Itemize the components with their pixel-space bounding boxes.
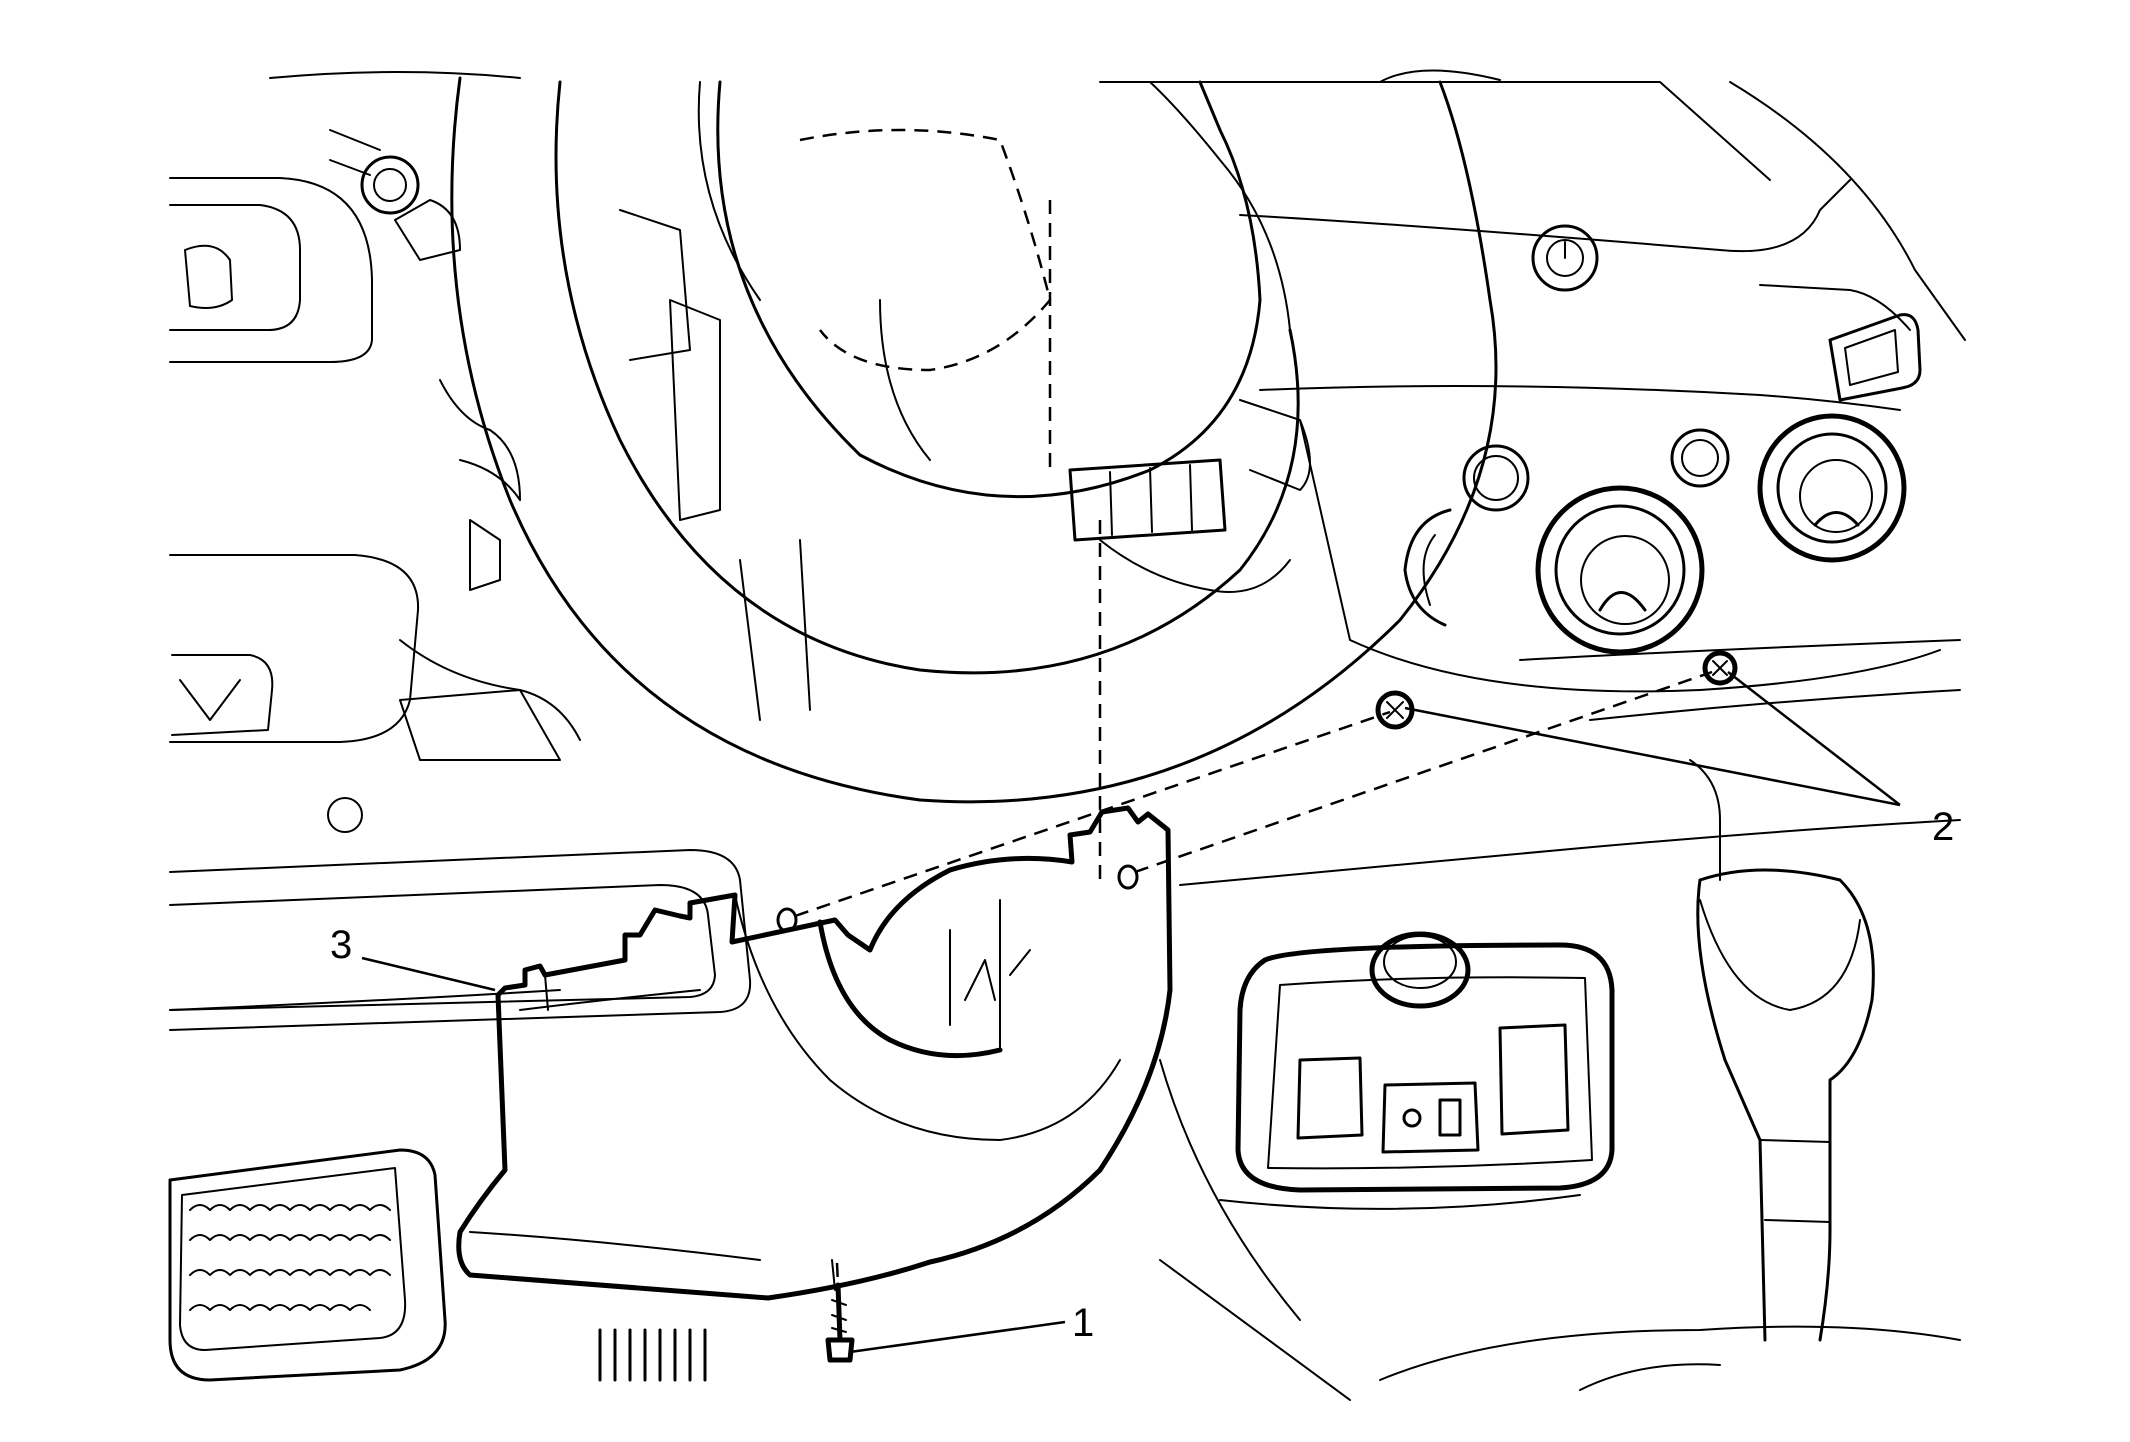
callout-3-label: 3: [330, 923, 352, 967]
callout-1-label: 1: [1072, 1301, 1094, 1345]
screw-1: [825, 1282, 855, 1363]
alignment-lines: [794, 670, 1713, 1286]
callout-3: 3: [330, 923, 496, 992]
steering-column-cover: [456, 805, 1173, 1301]
instrument-panel: [169, 69, 1966, 1401]
screw-2a: [1375, 690, 1415, 730]
callout-2-label: 2: [1932, 805, 1954, 849]
screw-2b: [1702, 650, 1738, 686]
accelerator-pedal: [168, 1148, 707, 1382]
steering-wheel: [329, 76, 1498, 880]
pedal-tread: [189, 1204, 391, 1311]
callout-2: 2: [1404, 671, 1954, 849]
callout-1: 1: [849, 1301, 1094, 1354]
